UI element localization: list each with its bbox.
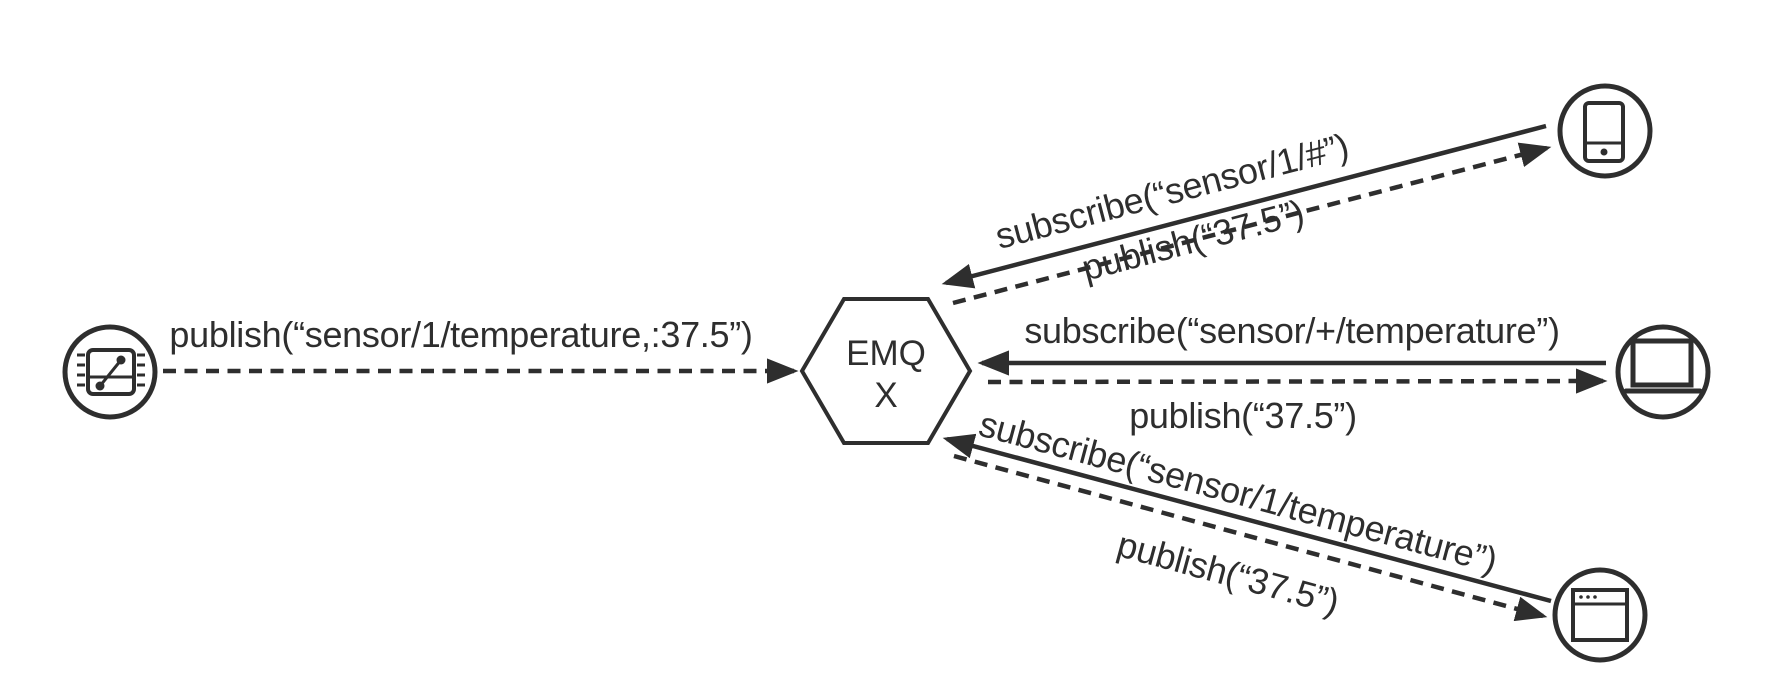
broker-label-line2: X (874, 376, 897, 415)
mobile-phone-icon (1557, 83, 1653, 179)
emqx-broker-hexagon: EMQ X (799, 297, 973, 445)
sensor-device-icon (62, 324, 158, 420)
laptop-node-circle (1615, 324, 1711, 420)
phone-node-circle (1557, 83, 1653, 179)
edge-laptop-publish-line (987, 368, 1608, 394)
edge-phone-subscribe-line (941, 123, 1547, 289)
edge-sensor-publish-label: publish(“sensor/1/temperature,:37.5”) (169, 314, 752, 355)
edge-browser-publish-line (953, 453, 1548, 622)
edge-laptop-subscribe-label: subscribe(“sensor/+/temperature”) (1024, 310, 1559, 351)
edge-laptop-publish-label: publish(“37.5”) (1129, 395, 1357, 436)
hexagon-shape (799, 297, 973, 445)
broker-label-line1: EMQ (846, 334, 926, 373)
edge-browser-subscribe-line (942, 433, 1552, 604)
laptop-icon (1615, 324, 1711, 420)
browser-window-icon (1552, 567, 1648, 663)
browser-node-circle (1552, 567, 1648, 663)
edge-phone-publish-line (952, 142, 1552, 306)
